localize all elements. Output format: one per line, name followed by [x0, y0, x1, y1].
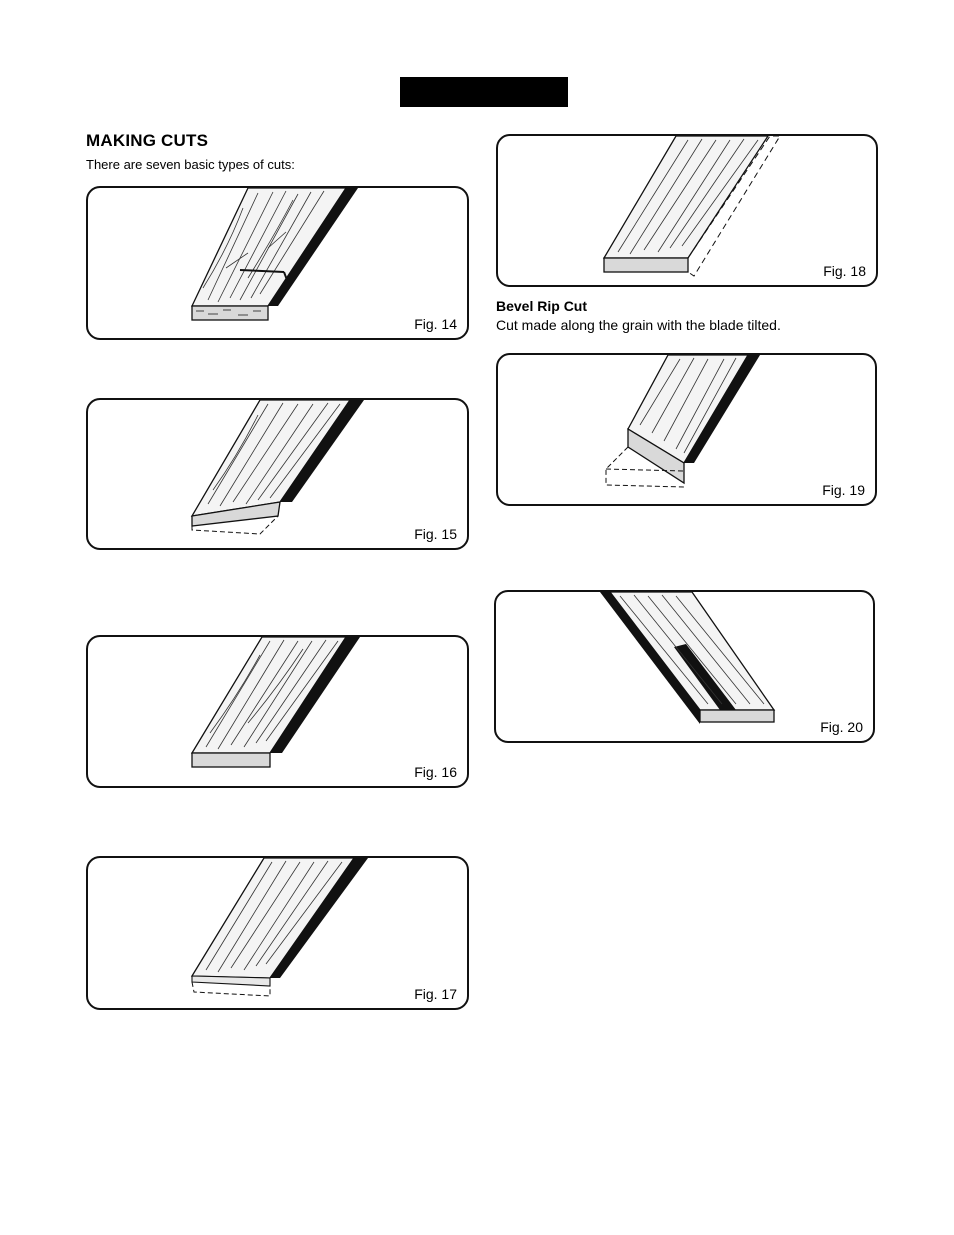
figure-14: Fig. 14	[86, 186, 469, 340]
figure-19: Fig. 19	[496, 353, 877, 506]
figure-16: Fig. 16	[86, 635, 469, 788]
section-intro: There are seven basic types of cuts:	[86, 157, 295, 172]
board-bevel-crosscut-illustration	[88, 858, 469, 1010]
board-rip-illustration	[88, 637, 469, 788]
bevel-rip-description: Cut made along the grain with the blade …	[496, 317, 781, 333]
figure-17: Fig. 17	[86, 856, 469, 1010]
figure-15: Fig. 15	[86, 398, 469, 550]
figure-label: Fig. 19	[822, 482, 865, 498]
board-groove-illustration	[496, 592, 875, 743]
figure-label: Fig. 18	[823, 263, 866, 279]
bevel-rip-title: Bevel Rip Cut	[496, 298, 587, 314]
board-bevel-rip-illustration	[498, 355, 877, 506]
board-crosscut-illustration	[88, 188, 469, 340]
board-resaw-illustration	[498, 136, 878, 287]
board-miter-illustration	[88, 400, 469, 550]
figure-label: Fig. 14	[414, 316, 457, 332]
section-title: MAKING CUTS	[86, 131, 208, 151]
header-bar	[400, 77, 568, 107]
figure-18: Fig. 18	[496, 134, 878, 287]
figure-label: Fig. 20	[820, 719, 863, 735]
figure-20: Fig. 20	[494, 590, 875, 743]
figure-label: Fig. 17	[414, 986, 457, 1002]
figure-label: Fig. 16	[414, 764, 457, 780]
figure-label: Fig. 15	[414, 526, 457, 542]
